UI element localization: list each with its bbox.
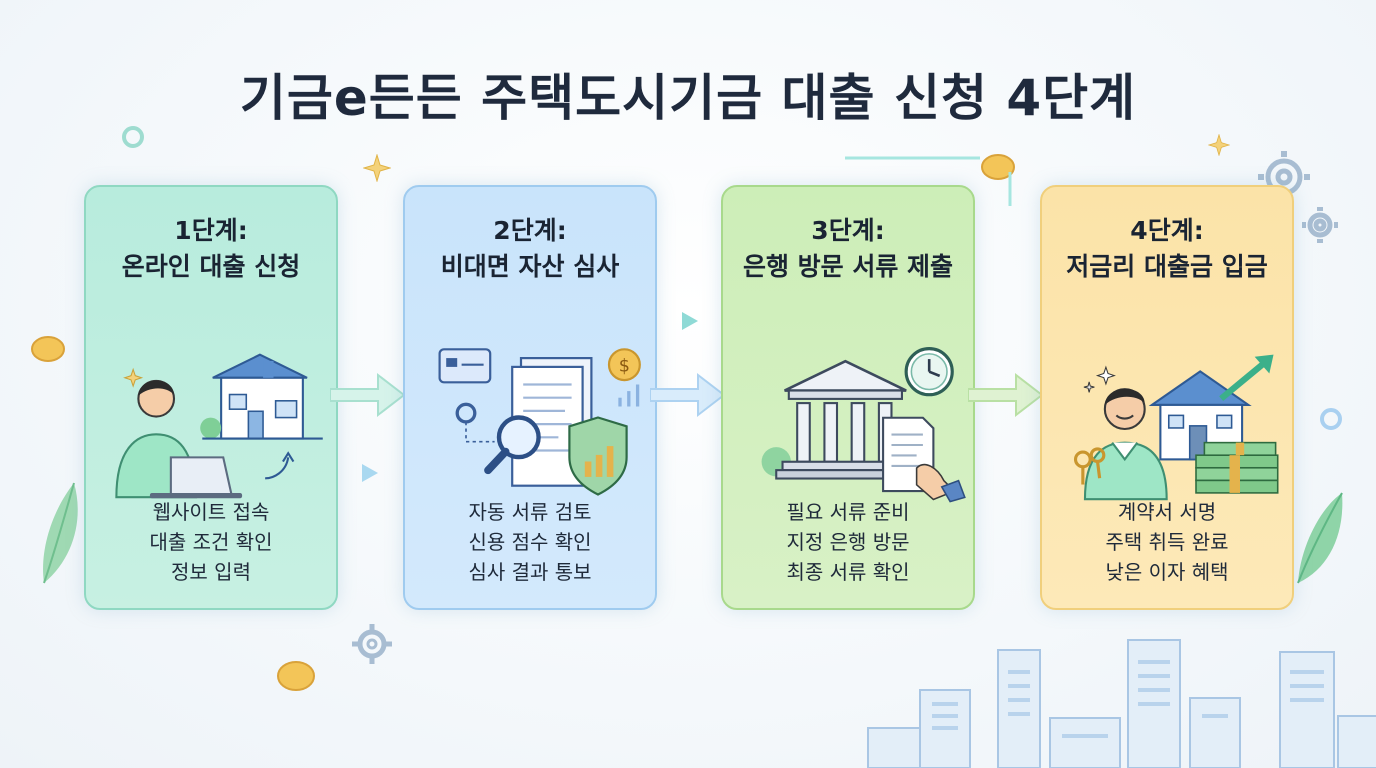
play-triangle-decoration (682, 312, 698, 330)
step-item: 낮은 이자 혜택 (1105, 560, 1229, 584)
gear-small-decoration (352, 624, 392, 664)
step-title: 온라인 대출 신청 (121, 252, 301, 281)
step-title: 비대면 자산 심사 (440, 252, 620, 281)
step-item: 웹사이트 접속 (152, 500, 270, 524)
step-item: 자동 서류 검토 (468, 500, 592, 524)
step-item: 최종 서류 확인 (786, 560, 910, 584)
coin-decoration (31, 336, 65, 362)
document-magnifier-shield-icon: $ (438, 348, 641, 496)
step-card-2: 2단계: 비대면 자산 심사 $ 자동 서류 검토 신용 점수 확인 심사 결과… (403, 185, 657, 610)
step-number: 1단계: (174, 216, 248, 245)
coin-decoration (981, 154, 1015, 180)
arrow-right-icon (330, 372, 406, 418)
bank-document-clock-icon (761, 347, 966, 503)
step-item: 주택 취득 완료 (1105, 530, 1229, 554)
sparkle-decoration (1208, 134, 1230, 156)
step-card-4: 4단계: 저금리 대출금 입금 계약서 서명 주택 취득 완료 낮은 이자 혜 (1040, 185, 1294, 610)
person-house-money-keys-icon (1073, 354, 1279, 501)
person-laptop-house-icon (115, 353, 323, 499)
step-number: 4단계: (1130, 216, 1204, 245)
step-number: 2단계: (493, 216, 567, 245)
svg-text:$: $ (619, 356, 630, 376)
leaf-left-decoration (43, 482, 78, 584)
coin-decoration (277, 661, 315, 691)
step-title: 저금리 대출금 입금 (1066, 252, 1268, 281)
play-triangle-decoration (362, 464, 378, 482)
step-item: 지정 은행 방문 (786, 530, 910, 554)
ring-decoration (122, 126, 144, 148)
step-item: 계약서 서명 (1117, 500, 1217, 524)
page-title: 기금e든든 주택도시기금 대출 신청 4단계 (239, 69, 1137, 127)
city-skyline-decoration (867, 639, 1376, 768)
step-item: 심사 결과 통보 (468, 560, 592, 584)
leaf-right-decoration (1297, 492, 1343, 584)
step-item: 신용 점수 확인 (468, 530, 592, 554)
step-number: 3단계: (811, 216, 885, 245)
step-item: 정보 입력 (171, 560, 251, 584)
step-card-1: 1단계: 온라인 대출 신청 웹사이트 접속 대출 조건 확인 정보 입력 (84, 185, 338, 610)
line-decoration (845, 156, 1012, 206)
step-item: 필요 서류 준비 (786, 500, 910, 524)
ring-decoration (1320, 408, 1342, 430)
step-card-3: 3단계: 은행 방문 서류 제출 필요 서류 준비 지정 은행 방문 최종 서류… (721, 185, 975, 610)
sparkle-decoration (363, 154, 391, 182)
arrow-right-icon (968, 372, 1044, 418)
arrow-right-icon (650, 372, 726, 418)
step-item: 대출 조건 확인 (149, 530, 273, 554)
step-title: 은행 방문 서류 제출 (742, 252, 954, 281)
gear-decoration (1258, 151, 1338, 243)
